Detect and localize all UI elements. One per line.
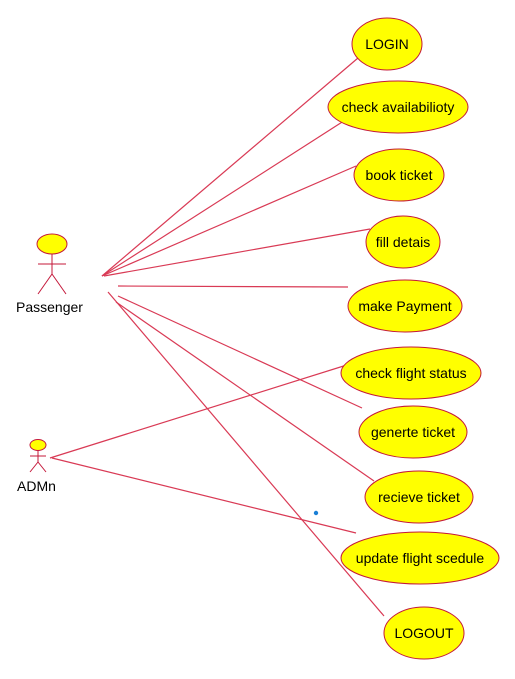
assoc-passenger-logout [107, 291, 385, 617]
actor-admin-label: ADMn [17, 478, 56, 494]
use-case-fill-details: fill detais [365, 215, 441, 269]
actor-admin-head [29, 439, 47, 451]
assoc-admin-check-flight-status [49, 363, 351, 459]
actor-passenger-figure [36, 233, 68, 295]
actor-passenger-right-leg [51, 273, 67, 295]
use-case-check-flight-status-label: check flight status [355, 365, 466, 381]
use-case-book-ticket: book ticket [353, 148, 445, 202]
actor-passenger-left-leg [37, 273, 53, 295]
use-case-check-flight-status: check flight status [340, 346, 482, 400]
use-case-generate-ticket: generte ticket [358, 405, 468, 459]
use-case-check-availability-label: check availabilioty [342, 99, 455, 115]
actor-admin-right-leg [37, 461, 47, 473]
use-case-receive-ticket-label: recieve ticket [378, 489, 460, 505]
use-case-login-label: LOGIN [365, 36, 409, 52]
use-case-login: LOGIN [351, 17, 423, 71]
use-case-fill-details-label: fill detais [376, 234, 430, 250]
assoc-admin-update-flight-schedule [51, 457, 357, 534]
use-case-make-payment: make Payment [347, 279, 463, 333]
assoc-passenger-login [101, 57, 359, 277]
assoc-passenger-fill-details [103, 228, 371, 277]
use-case-check-availability: check availabilioty [327, 80, 469, 134]
assoc-passenger-generate-ticket [117, 295, 363, 409]
use-case-generate-ticket-label: generte ticket [371, 424, 455, 440]
stray-dot [313, 510, 319, 516]
use-case-book-ticket-label: book ticket [366, 167, 433, 183]
use-case-receive-ticket: recieve ticket [364, 470, 474, 524]
use-case-update-flight-schedule-label: update flight scedule [356, 550, 485, 566]
use-case-logout: LOGOUT [383, 606, 465, 660]
assoc-passenger-receive-ticket [115, 301, 375, 482]
actor-passenger-label: Passenger [16, 299, 83, 315]
use-case-update-flight-schedule: update flight scedule [340, 531, 500, 585]
assoc-passenger-check-availability [101, 116, 351, 277]
use-case-make-payment-label: make Payment [358, 298, 451, 314]
actor-passenger-head [36, 233, 68, 255]
association-lines [49, 57, 385, 617]
use-case-logout-label: LOGOUT [394, 625, 454, 641]
use-cases: LOGIN check availabilioty book ticket fi… [327, 17, 500, 660]
actor-admin-figure [29, 439, 47, 473]
assoc-passenger-make-payment [117, 285, 349, 288]
actor-admin-left-leg [29, 461, 39, 473]
assoc-passenger-book-ticket [101, 165, 357, 277]
